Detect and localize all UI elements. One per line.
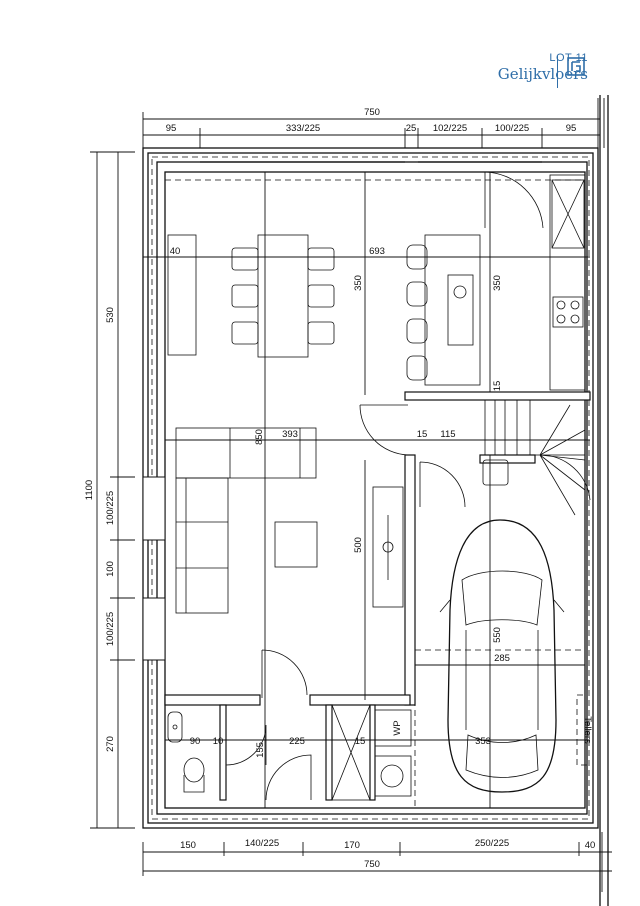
dim-label: 750 (364, 859, 380, 870)
doors (225, 171, 544, 801)
dim-label: 15 (417, 429, 428, 440)
interior-dimensions (143, 172, 590, 808)
dim-label: 250/225 (475, 838, 509, 849)
dim-label: 1100 (84, 480, 95, 500)
tv-cabinet (372, 486, 404, 608)
blueprint-logo-icon (567, 57, 585, 76)
dim-label: 285 (494, 653, 510, 664)
interior-dimension-labels: 40 693 850 350 350 15 393 15 115 500 550… (170, 246, 510, 758)
coffee-table (274, 521, 318, 568)
car (439, 519, 565, 793)
heat-pump-label: WP (392, 720, 403, 735)
dim-label: 550 (492, 627, 503, 643)
technical-shaft (331, 704, 371, 801)
toilet-room (167, 711, 205, 793)
dim-label: 95 (566, 123, 577, 134)
dim-label: 333/225 (286, 123, 320, 134)
dim-label: 102/225 (433, 123, 467, 134)
dim-label: 15 (355, 736, 366, 747)
dim-label: 40 (170, 246, 181, 257)
meters-label: Tellers (582, 716, 593, 744)
meter-cabinet (576, 694, 588, 766)
dining-table (231, 234, 335, 358)
dim-label: 750 (364, 107, 380, 118)
dim-label: 850 (254, 429, 265, 445)
dim-label: 100/225 (495, 123, 529, 134)
dim-label: 353 (475, 736, 491, 747)
exterior-walls (142, 95, 609, 906)
dim-label: 530 (105, 307, 116, 323)
dim-label: 90 (190, 736, 201, 747)
dim-label: 115 (440, 429, 455, 440)
dim-label: 155 (255, 742, 266, 758)
dim-label: 40 (585, 840, 596, 851)
kitchen-island (406, 234, 481, 386)
left-dimensions: 1100 530 100/225 100 100/225 270 (84, 151, 135, 829)
sideboard (167, 234, 197, 356)
top-dimensions: 750 95 333/225 25 102/225 100/225 95 (142, 98, 605, 148)
dim-label: 100 (105, 561, 116, 577)
dim-label: 225 (289, 736, 305, 747)
dim-label: 500 (353, 537, 364, 553)
header-divider (557, 56, 558, 88)
dim-label: 393 (282, 429, 298, 440)
dim-label: 150 (180, 840, 196, 851)
washing-machine (374, 755, 412, 797)
dim-label: 95 (166, 123, 177, 134)
sofa (175, 427, 317, 614)
dim-label: 100/225 (105, 491, 116, 525)
interior-walls (164, 391, 591, 809)
dim-label: 350 (492, 275, 503, 291)
dim-label: 15 (492, 381, 503, 392)
dim-label: 170 (344, 840, 360, 851)
dim-label: 25 (406, 123, 417, 134)
staircase (482, 399, 591, 516)
dim-label: 270 (105, 736, 116, 752)
dim-label: 350 (353, 275, 364, 291)
dim-label: 693 (369, 246, 385, 257)
dim-label: 100/225 (105, 612, 116, 646)
kitchen-counter (549, 174, 586, 391)
heat-pump (374, 709, 412, 747)
dim-label: 140/225 (245, 838, 279, 849)
bottom-dimensions: 150 140/225 170 250/225 40 750 (142, 832, 612, 892)
floor-title: Gelijkvloers (497, 65, 588, 83)
dim-label: 10 (213, 736, 224, 747)
